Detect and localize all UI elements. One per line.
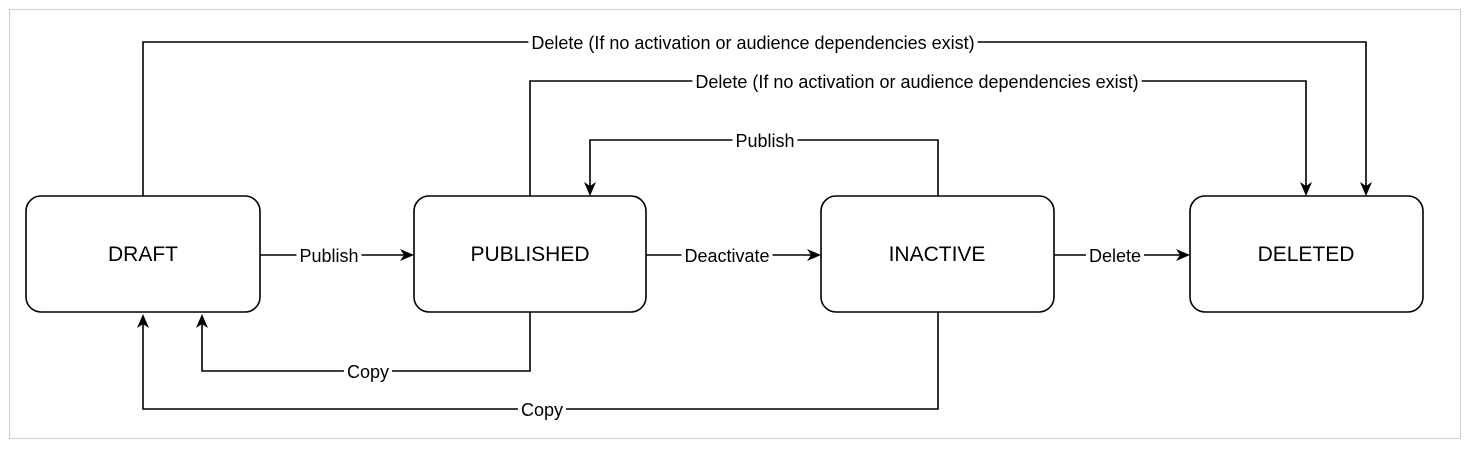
edge-published-to-deleted xyxy=(529,80,1312,196)
label-published-copy: Copy xyxy=(347,362,389,382)
edge-label-background xyxy=(732,130,798,152)
state-published-label: PUBLISHED xyxy=(470,243,589,266)
label-inactive-delete: Delete xyxy=(1089,246,1141,266)
label-inactive-copy: Copy xyxy=(521,400,563,420)
edge-label-background xyxy=(692,71,1142,93)
state-deleted-box xyxy=(1189,195,1424,313)
edge-inactive-to-draft-copy xyxy=(137,312,939,410)
edge-label-background xyxy=(681,245,773,267)
label-draft-delete: Delete (If no activation or audience dep… xyxy=(531,33,974,53)
state-inactive-box xyxy=(820,195,1055,313)
edge-draft-to-deleted xyxy=(142,41,1372,196)
edge-label-background xyxy=(1085,245,1145,267)
edge-label-background xyxy=(343,361,393,383)
state-inactive-label: INACTIVE xyxy=(889,243,986,266)
label-inactive-publish: Publish xyxy=(735,131,794,151)
state-draft-label: DRAFT xyxy=(108,243,178,266)
state-draft-box xyxy=(25,195,261,313)
label-draft-publish: Publish xyxy=(299,246,358,266)
diagram-frame xyxy=(9,9,1461,439)
state-published-box xyxy=(413,195,647,313)
state-deleted-label: DELETED xyxy=(1258,243,1355,266)
label-published-deactivate: Deactivate xyxy=(684,246,769,266)
edge-label-background xyxy=(528,32,978,54)
edge-label-background xyxy=(517,399,567,421)
edge-label-background xyxy=(296,245,362,267)
label-published-delete: Delete (If no activation or audience dep… xyxy=(695,72,1138,92)
